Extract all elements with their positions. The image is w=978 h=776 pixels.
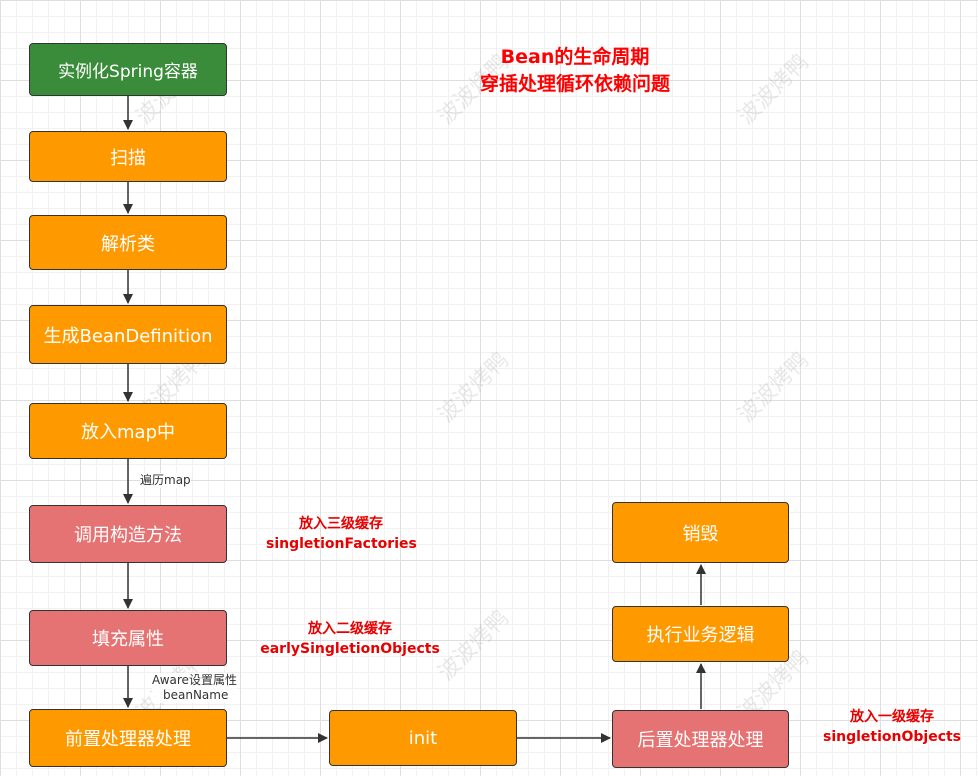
node-put-into-map: 放入map中 <box>29 403 227 459</box>
note-level3-line2: singletionFactories <box>266 536 417 552</box>
note-level3-line1: 放入三级缓存 <box>299 516 383 532</box>
note-level2-line1: 放入二级缓存 <box>308 621 392 637</box>
edge-label-aware-line1: Aware设置属性 <box>152 673 237 687</box>
node-post-processor: 后置处理器处理 <box>612 710 789 768</box>
node-scan: 扫描 <box>29 131 227 182</box>
note-level1-line1: 放入一级缓存 <box>850 709 934 725</box>
node-instantiate-container: 实例化Spring容器 <box>29 43 227 96</box>
note-level1-line2: singletionObjects <box>822 729 962 745</box>
node-business-logic: 执行业务逻辑 <box>612 606 789 662</box>
edge-label-aware-line2: beanName <box>163 688 229 702</box>
diagram-title-line2: 穿插处理循环依赖问题 <box>479 73 670 95</box>
note-level2-line2: earlySingletionObjects <box>260 641 440 657</box>
note-level3-cache: 放入三级缓存 singletionFactories <box>266 514 417 554</box>
node-parse-class: 解析类 <box>29 215 227 270</box>
diagram-title: Bean的生命周期 穿插处理循环依赖问题 <box>430 44 720 98</box>
node-call-constructor: 调用构造方法 <box>29 505 227 563</box>
note-level1-cache: 放入一级缓存 singletionObjects <box>822 707 962 747</box>
edge-label-iterate-map: 遍历map <box>140 473 191 488</box>
node-destroy: 销毁 <box>612 502 789 563</box>
note-level2-cache: 放入二级缓存 earlySingletionObjects <box>260 619 440 659</box>
node-populate-properties: 填充属性 <box>29 610 227 666</box>
node-pre-processor: 前置处理器处理 <box>29 709 227 767</box>
diagram-title-line1: Bean的生命周期 <box>500 46 650 68</box>
node-init: init <box>329 710 517 766</box>
node-generate-beandefinition: 生成BeanDefinition <box>29 305 227 364</box>
edge-label-aware: Aware设置属性 beanName <box>152 673 237 703</box>
